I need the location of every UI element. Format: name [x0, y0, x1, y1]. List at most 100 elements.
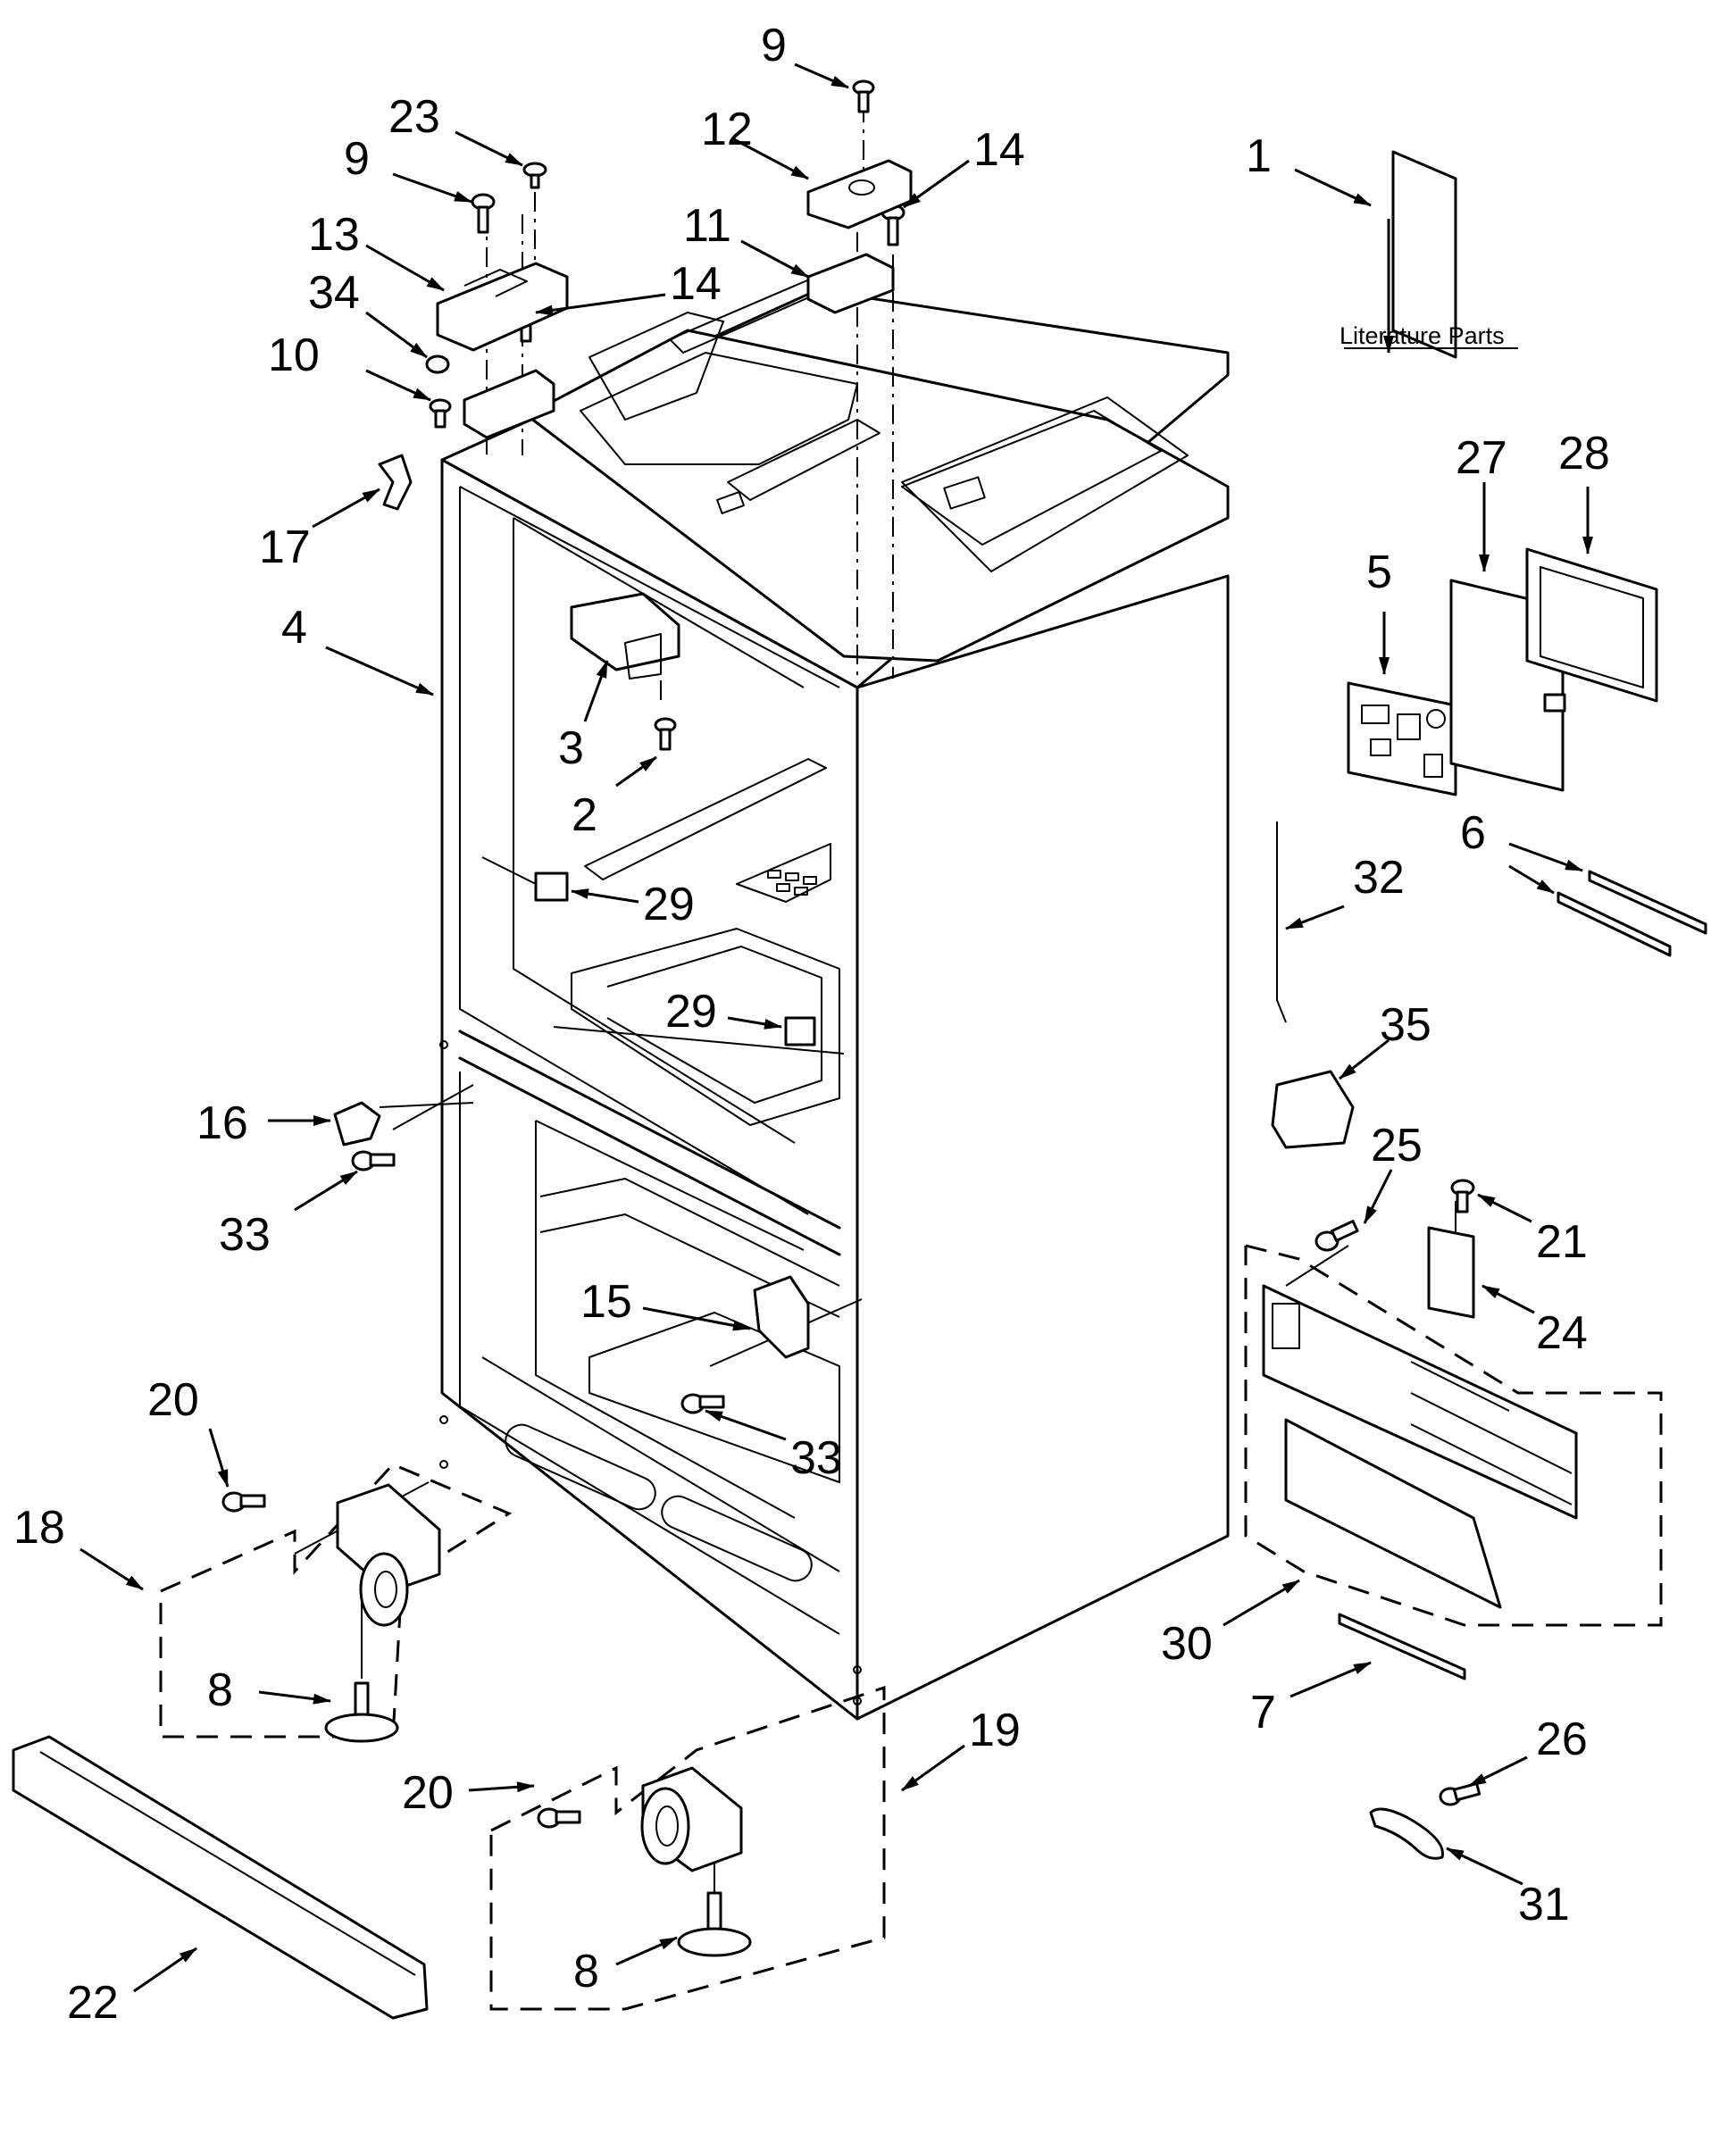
callout-26: 26 [1536, 1714, 1588, 1765]
leader-24 [1481, 1284, 1535, 1314]
zone-30-outline [1244, 1244, 1663, 1627]
vent-grille [767, 870, 817, 896]
bracket-24 [1427, 1226, 1475, 1319]
leader-34 [365, 311, 428, 359]
leader-35 [1339, 1038, 1390, 1080]
screw-21 [1450, 1179, 1475, 1213]
hinge-bracket-11 [806, 253, 895, 314]
leader-30 [1223, 1579, 1300, 1627]
leader-20-right [468, 1781, 535, 1793]
callout-34: 34 [308, 267, 360, 319]
leader-9-top [794, 63, 849, 89]
switch-16 [333, 1101, 381, 1147]
screw-26 [1439, 1781, 1481, 1806]
leader-12 [731, 137, 809, 180]
leader-13 [365, 244, 445, 292]
leader-14-left [535, 293, 666, 316]
bottom-slot [661, 1495, 813, 1582]
leader-15 [642, 1306, 751, 1331]
leader-11 [740, 239, 809, 279]
hinge-cover-13 [436, 262, 569, 352]
hinge-bracket [463, 369, 555, 439]
callout-19: 19 [969, 1705, 1021, 1756]
screw-33-upper [351, 1150, 396, 1172]
callout-2: 2 [572, 789, 597, 841]
leader-33-lower [705, 1409, 787, 1441]
leader-17 [312, 488, 380, 529]
callout-8-right: 8 [573, 1946, 599, 1997]
roller-bracket-18 [336, 1483, 441, 1594]
panel-slots [1272, 1303, 1573, 1505]
leader-10 [365, 369, 431, 402]
callout-12: 12 [701, 104, 753, 155]
callout-11: 11 [683, 200, 731, 252]
callout-1: 1 [1246, 130, 1272, 182]
leader-1 [1294, 168, 1372, 207]
strip-7 [1338, 1613, 1466, 1680]
callout-labels: 9 12 14 1 23 9 13 14 34 10 11 17 4 3 2 2… [13, 20, 1610, 2029]
leader-arrows [79, 63, 1593, 1993]
leader-7 [1289, 1661, 1372, 1698]
leader-3 [583, 660, 609, 722]
leader-25 [1363, 1169, 1393, 1224]
callout-10: 10 [268, 329, 320, 381]
callout-22: 22 [67, 1977, 119, 2029]
callout-15: 15 [580, 1276, 632, 1328]
bracket-15 [753, 1275, 810, 1359]
leader-8-right [615, 1936, 678, 1966]
leader-9-left [392, 172, 472, 204]
zone-18-outline [159, 1463, 513, 1739]
sensor-29-lower [784, 1016, 816, 1046]
callout-8-left: 8 [207, 1664, 233, 1716]
callout-28: 28 [1558, 428, 1610, 479]
rear-panel-lower [1284, 1418, 1502, 1609]
leader-21 [1477, 1193, 1532, 1223]
leader-22 [133, 1947, 197, 1993]
callout-31: 31 [1518, 1879, 1570, 1930]
leader-14-right [903, 159, 970, 209]
leader-32 [1285, 905, 1345, 930]
valve-35 [1271, 1070, 1355, 1149]
callout-16: 16 [196, 1097, 248, 1149]
leader-29-lower [727, 1016, 782, 1030]
leader-31 [1446, 1847, 1523, 1886]
callout-3: 3 [558, 722, 584, 774]
callout-24: 24 [1536, 1307, 1588, 1359]
base-grille-22 [12, 1735, 429, 2020]
strip-6a [1588, 870, 1707, 935]
liner-upper [459, 487, 809, 1215]
callout-33-upper: 33 [219, 1209, 271, 1261]
rear-panel-30 [1262, 1284, 1578, 1520]
callout-27: 27 [1456, 432, 1507, 484]
strip-6b [1557, 891, 1672, 957]
leader-26 [1468, 1755, 1528, 1788]
leader-8-left [258, 1690, 331, 1705]
callout-29-upper: 29 [643, 879, 695, 930]
leader-6a [1508, 842, 1583, 872]
callout-17: 17 [259, 521, 311, 573]
leader-23 [455, 130, 523, 167]
leader-29-upper [571, 888, 639, 904]
screw-2 [654, 717, 677, 751]
parts [12, 79, 1707, 2020]
callout-20-right: 20 [402, 1767, 454, 1819]
mullion [458, 1030, 841, 1230]
leader-2 [615, 755, 657, 788]
callout-23: 23 [388, 91, 440, 143]
callout-13: 13 [308, 209, 360, 261]
screw-9-left [471, 193, 496, 234]
top-cover [525, 329, 1230, 663]
board-components [1361, 705, 1446, 778]
callout-33-lower: 33 [790, 1432, 842, 1484]
screw-20-left [221, 1491, 266, 1513]
leader-4 [325, 646, 434, 696]
callout-14-right: 14 [973, 124, 1025, 176]
callout-25: 25 [1371, 1120, 1423, 1172]
screw-23 [522, 162, 547, 189]
leader-20-left [208, 1428, 230, 1488]
callout-35: 35 [1380, 999, 1431, 1051]
screw-25 [1315, 1220, 1359, 1252]
grommet-34 [425, 354, 450, 374]
callout-5: 5 [1366, 546, 1392, 598]
literature-caption: Literature Parts [1340, 322, 1505, 349]
